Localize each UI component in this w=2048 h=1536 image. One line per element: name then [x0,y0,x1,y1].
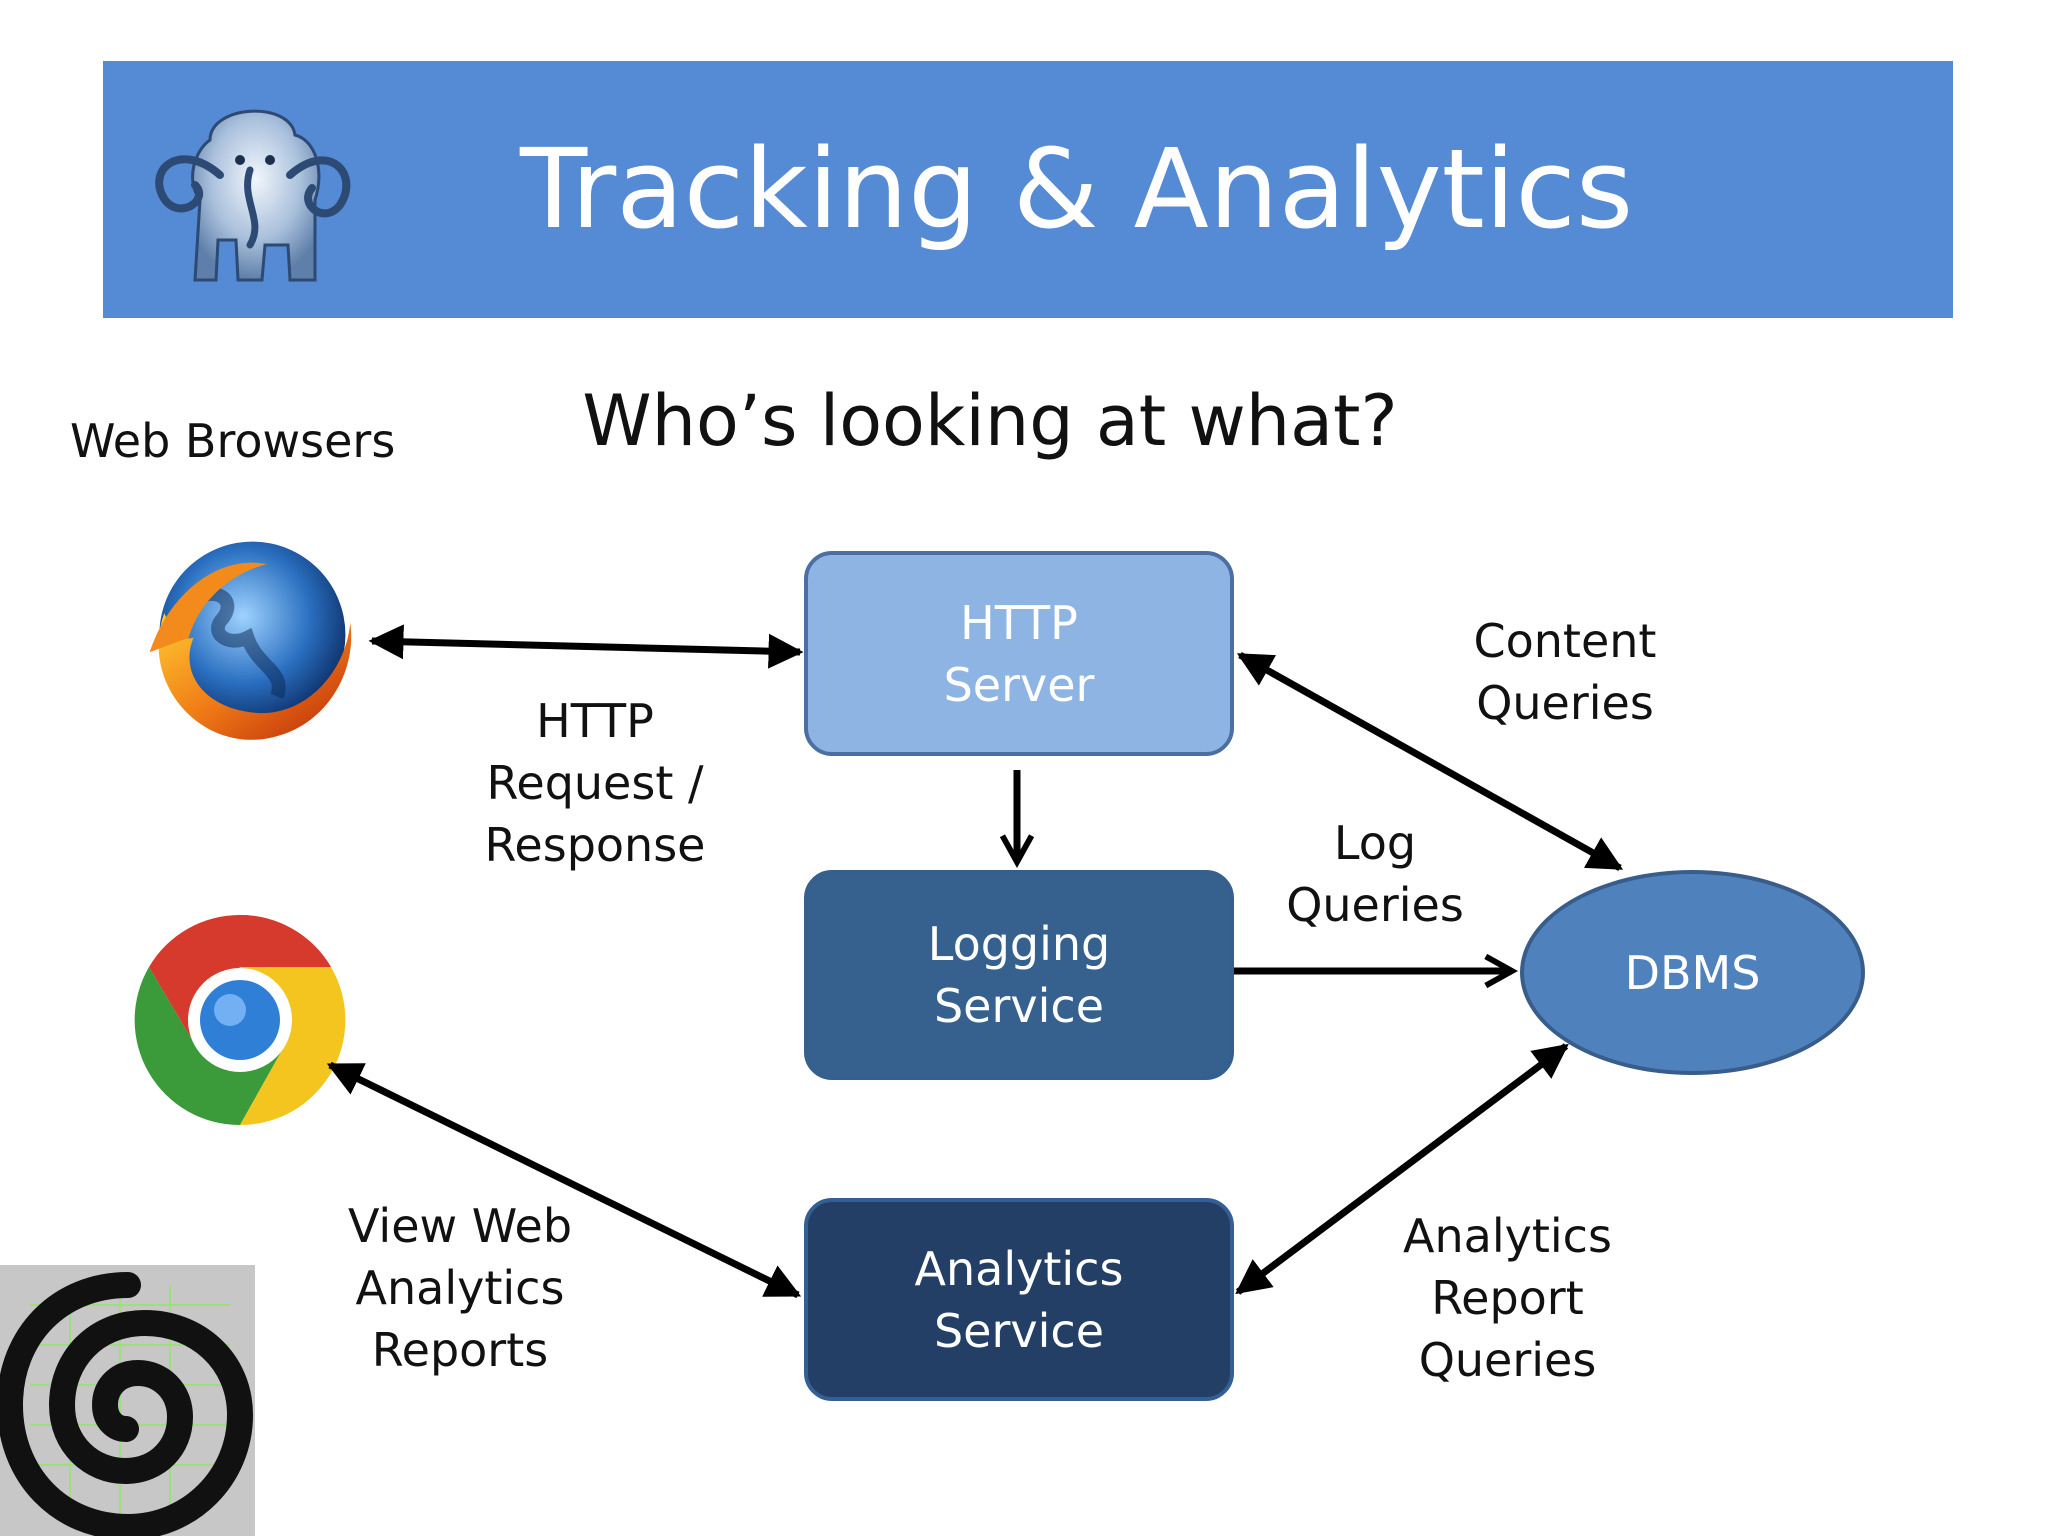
logging-service-line2: Service [933,979,1104,1033]
analytics-service-node: Analytics Service [804,1198,1234,1401]
mammoth-logo-icon [155,109,351,282]
web-browsers-label: Web Browsers [70,414,396,468]
http-request-response-label: HTTP Request / Response [484,694,706,872]
analytics-report-queries-label: Analytics Report Queries [1403,1209,1612,1387]
http-server-node: HTTP Server [804,551,1234,756]
page-title: Tracking & Analytics [520,125,1634,253]
chrome-icon [134,914,346,1126]
arrow-browser-analytics [326,1061,802,1299]
http-server-line2: Server [943,657,1095,712]
arrow-browser-http [368,624,804,669]
analytics-service-line2: Service [933,1303,1104,1358]
http-server-line1: HTTP [960,595,1078,650]
analytics-service-line1: Analytics [914,1241,1124,1296]
firefox-icon [149,541,352,740]
logging-service-line1: Logging [927,917,1111,971]
header-bar [103,61,1953,318]
slide-subtitle: Who’s looking at what? [582,380,1398,462]
view-web-analytics-reports-label: View Web Analytics Reports [347,1199,573,1377]
arrow-http-dbms [1236,651,1624,872]
arrow-analytics-dbms [1235,1043,1569,1295]
log-queries-label: Log Queries [1286,816,1464,932]
logging-service-node: Logging Service [804,870,1234,1080]
dbms-node: DBMS [1520,870,1865,1075]
content-queries-label: Content Queries [1473,614,1657,730]
spiral-logo-icon [0,1265,255,1536]
